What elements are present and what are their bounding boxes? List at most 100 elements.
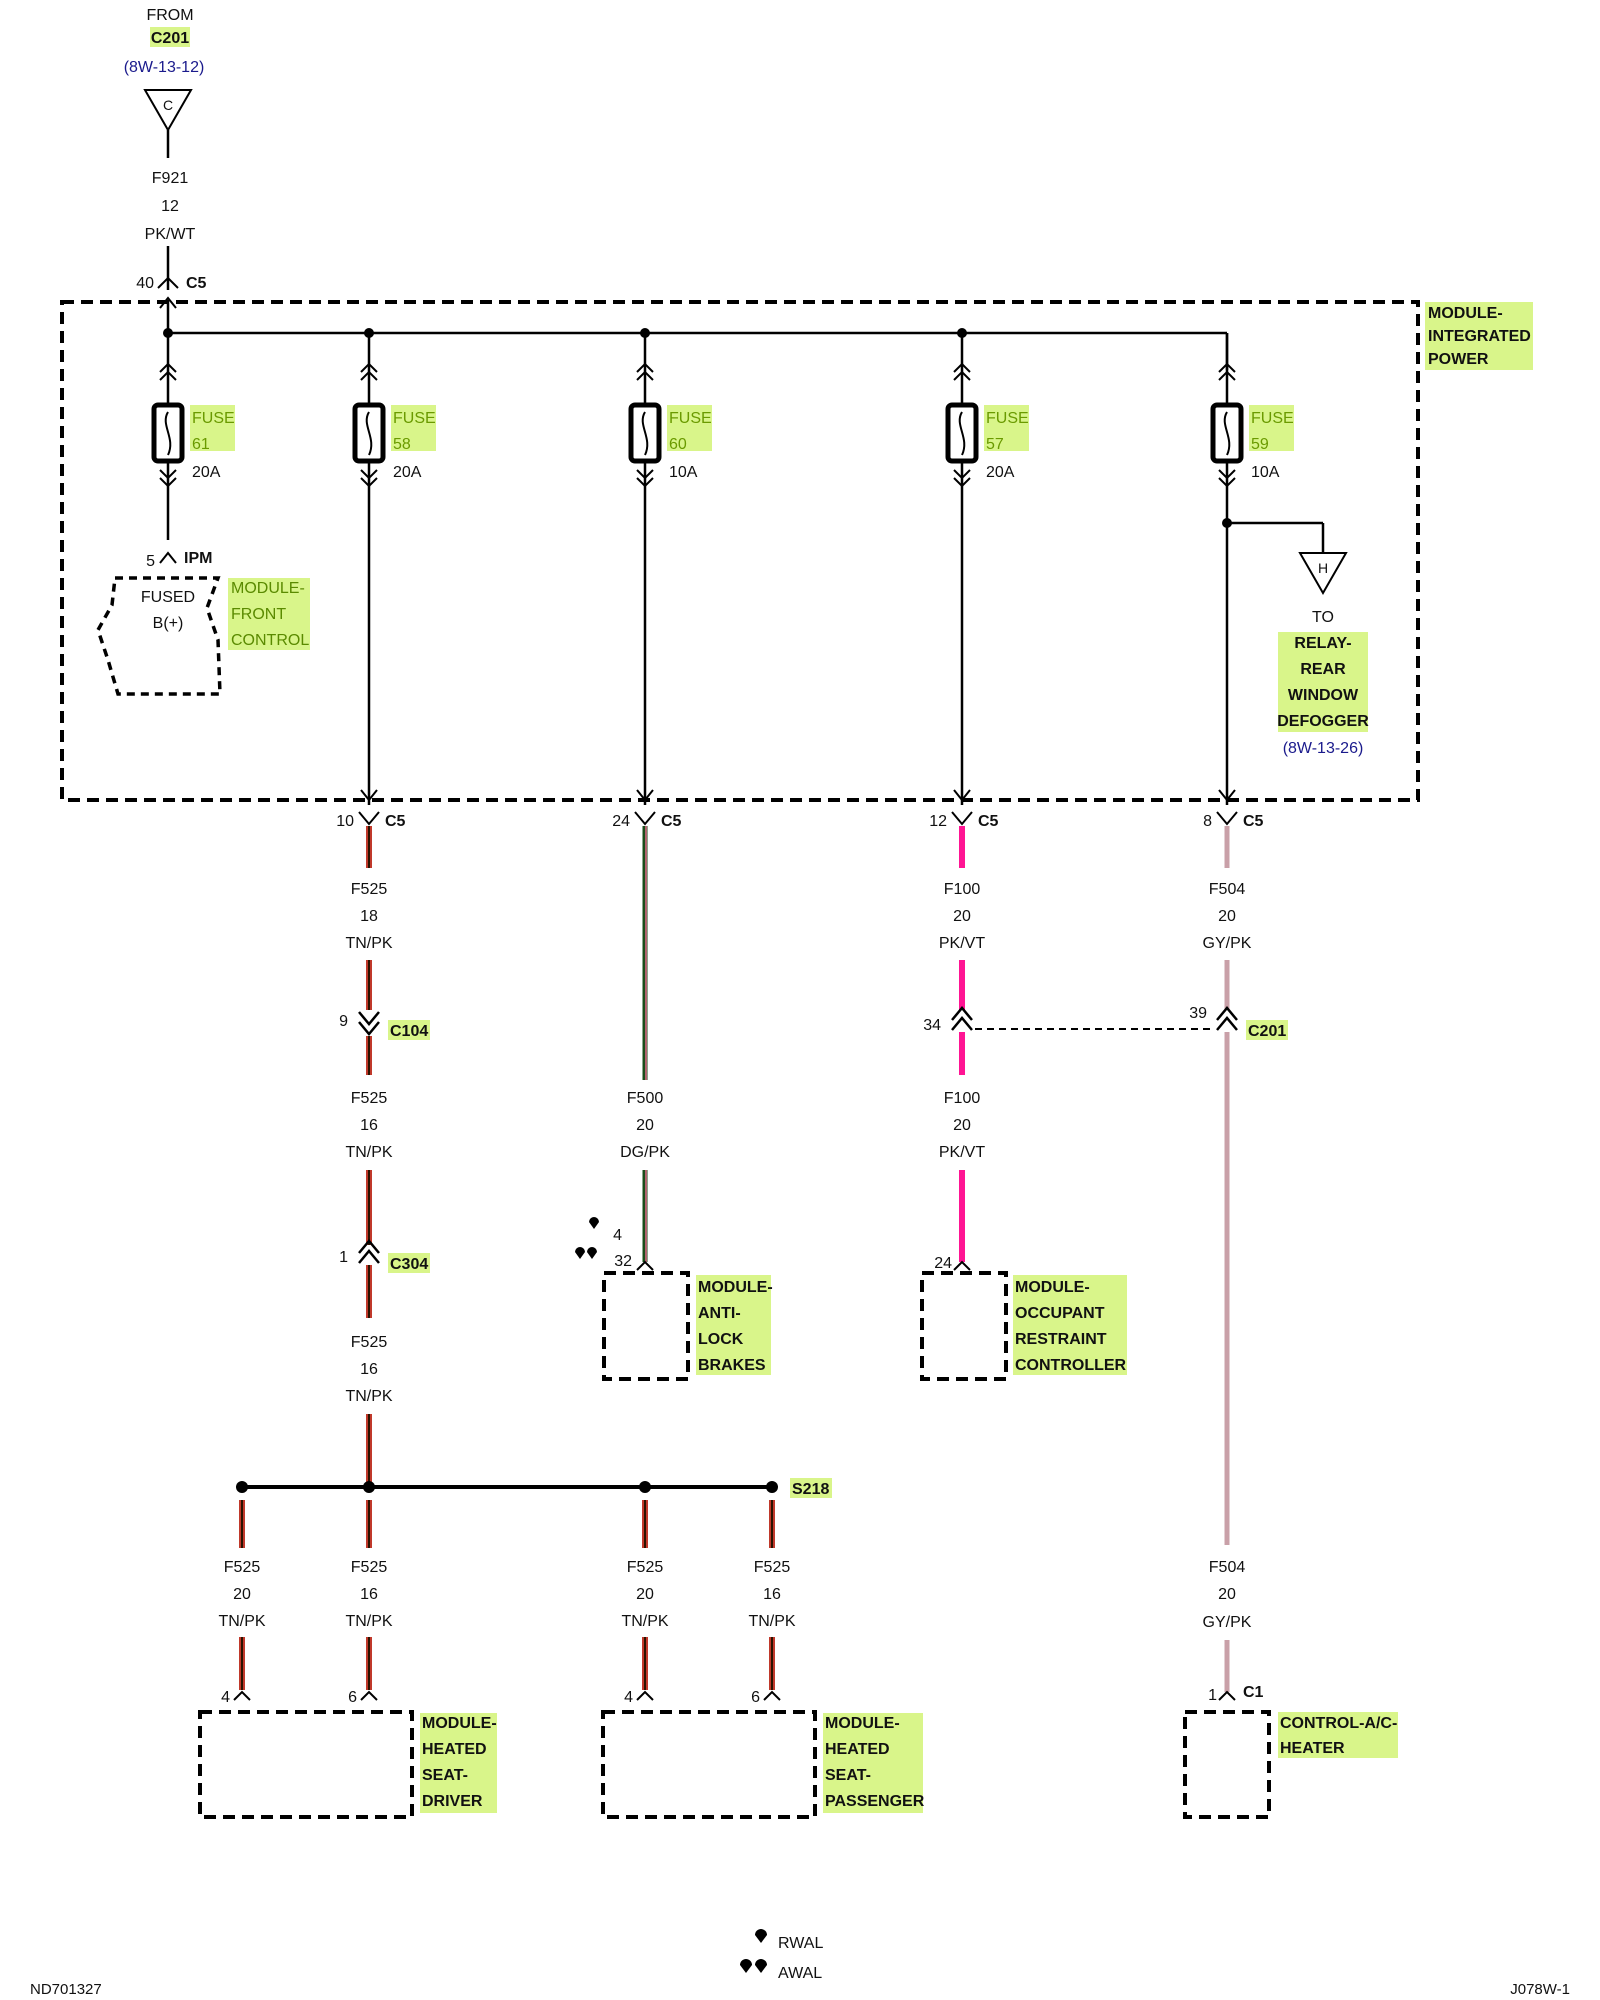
- seat-wire-1-pin: 4: [221, 1689, 230, 1706]
- highlight: [667, 405, 712, 451]
- wire-f100-color: PK/VT: [939, 935, 985, 952]
- wire-f525-16-color: TN/PK: [345, 1388, 392, 1405]
- highlight: [1249, 405, 1294, 451]
- c5-pin24-connector: C5: [661, 813, 682, 830]
- fuse-57-rating: 20A: [986, 464, 1015, 481]
- seat-wire-1-gauge: 20: [233, 1586, 251, 1603]
- seat-wire-4-color: TN/PK: [748, 1613, 795, 1630]
- wire-f504-gauge: 20: [1218, 1586, 1236, 1603]
- c5-pin8-connector-symbol: [1216, 811, 1238, 826]
- highlight: [388, 1253, 430, 1273]
- c201-pin-left: 34: [923, 1017, 941, 1034]
- seat-wire-4-pin: 6: [751, 1689, 760, 1706]
- highlight: [1246, 1020, 1288, 1040]
- seat-passenger-pin-connector-symbol: [763, 1690, 781, 1701]
- highlight: [696, 1275, 771, 1375]
- abs-label-line2: ANTI-: [698, 1305, 741, 1322]
- c5-pin12-number: 12: [929, 813, 947, 830]
- seat-passenger-label-line3: SEAT-: [825, 1767, 871, 1784]
- defogger-label-line4: DEFOGGER: [1277, 713, 1369, 730]
- source-triangle-letter: C: [163, 97, 173, 113]
- defogger-label-line3: WINDOW: [1288, 687, 1359, 704]
- c5-exit-arrow: [953, 789, 971, 802]
- highlight: [391, 405, 436, 451]
- source-off-page-triangle: [143, 89, 193, 133]
- awal-legend-icon: [740, 1959, 767, 1973]
- highlight: [190, 405, 235, 451]
- c201-connector: C201: [1248, 1023, 1286, 1040]
- fuse-59-rating: 10A: [1251, 464, 1280, 481]
- legend-awal: AWAL: [778, 1965, 822, 1982]
- fuse-58[interactable]: [352, 333, 386, 805]
- orc-label-line4: CONTROLLER: [1015, 1357, 1127, 1374]
- seat-passenger-label-line4: PASSENGER: [825, 1793, 925, 1810]
- highlight: [984, 405, 1029, 451]
- source-ref-link[interactable]: (8W-13-12): [124, 59, 205, 76]
- highlight: [420, 1713, 497, 1813]
- orc-module-outline: [920, 1271, 1008, 1381]
- seat-driver-pin-connector-symbol: [360, 1690, 378, 1701]
- footer-left-code: ND701327: [30, 1981, 102, 1998]
- wire-f500-circuit: F500: [627, 1090, 664, 1107]
- source-connector-label[interactable]: C201: [151, 30, 189, 47]
- fuse-60[interactable]: [628, 333, 662, 805]
- seat-passenger-pin-connector-symbol: [636, 1690, 654, 1701]
- c5-pin40-connector-symbol: [157, 276, 179, 289]
- seat-wire-2-pin: 6: [348, 1689, 357, 1706]
- seat-wire-4-gauge: 16: [763, 1586, 781, 1603]
- rwal-legend-icon: [755, 1929, 767, 1943]
- front-control-module-outline: [96, 576, 222, 696]
- seat-wire-2-color: TN/PK: [345, 1613, 392, 1630]
- splice-dot: [236, 1481, 248, 1493]
- fuse-58-rating: 20A: [393, 464, 422, 481]
- fuse-59-number: 59: [1251, 436, 1269, 453]
- c5-exit-arrow: [360, 789, 378, 802]
- seat-wire-4-circuit: F525: [754, 1559, 791, 1576]
- c304-connector: C304: [390, 1256, 428, 1273]
- hvac-pin-connector-symbol: [1218, 1690, 1236, 1701]
- wire-f504-circuit: F504: [1209, 881, 1246, 898]
- source-pin-connector: C5: [186, 275, 207, 292]
- c201-connector-symbol: [1216, 1006, 1238, 1031]
- fuse-57[interactable]: [945, 333, 979, 805]
- highlight: [1013, 1275, 1127, 1375]
- awal-bullet-icon: [575, 1247, 597, 1259]
- wire-f504-gauge: 20: [1218, 908, 1236, 925]
- wire-f100-gauge: 20: [953, 1117, 971, 1134]
- wire-f100-circuit: F100: [944, 1090, 981, 1107]
- orc-pin-connector-symbol: [953, 1260, 971, 1271]
- ipm-label-line3: POWER: [1428, 351, 1489, 368]
- ipm-label-line2: INTEGRATED: [1428, 328, 1531, 345]
- highlight: [1425, 302, 1533, 370]
- seat-wire-3-gauge: 20: [636, 1586, 654, 1603]
- abs-pin-awal: 32: [614, 1253, 632, 1270]
- orc-label-line1: MODULE-: [1015, 1279, 1090, 1296]
- splice-dot: [766, 1481, 778, 1493]
- fuse-57-word: FUSE: [986, 410, 1029, 427]
- wire-f500[interactable]: [642, 826, 648, 1080]
- c5-pin10-connector-symbol: [358, 811, 380, 826]
- source-wire-color: PK/WT: [145, 226, 196, 243]
- seat-driver-module-outline: [198, 1710, 414, 1819]
- rwal-bullet-icon: [589, 1217, 599, 1229]
- fuse-59[interactable]: [1210, 333, 1244, 805]
- seat-passenger-module-outline: [601, 1710, 817, 1819]
- wire-f504-color: GY/PK: [1203, 935, 1252, 952]
- wire-f500-gauge: 20: [636, 1117, 654, 1134]
- source-pin-number: 40: [136, 275, 154, 292]
- abs-label-line3: LOCK: [698, 1331, 744, 1348]
- seat-wire-3-pin: 4: [624, 1689, 633, 1706]
- seat-driver-label-line3: SEAT-: [422, 1767, 468, 1784]
- defogger-label-line1: RELAY-: [1294, 635, 1351, 652]
- wire-f525-16-circuit: F525: [351, 1334, 388, 1351]
- orc-label-line3: RESTRAINT: [1015, 1331, 1107, 1348]
- fuse-61[interactable]: [151, 333, 185, 540]
- c304-pin: 1: [339, 1249, 348, 1266]
- wire-f100-circuit: F100: [944, 881, 981, 898]
- c5-pin8-number: 8: [1203, 813, 1212, 830]
- wire-f500[interactable]: [642, 1170, 648, 1262]
- defogger-ref-link[interactable]: (8W-13-26): [1283, 740, 1364, 757]
- abs-module-outline: [602, 1271, 690, 1381]
- front-control-fused-line1: FUSED: [141, 589, 195, 606]
- abs-label-line1: MODULE-: [698, 1279, 773, 1296]
